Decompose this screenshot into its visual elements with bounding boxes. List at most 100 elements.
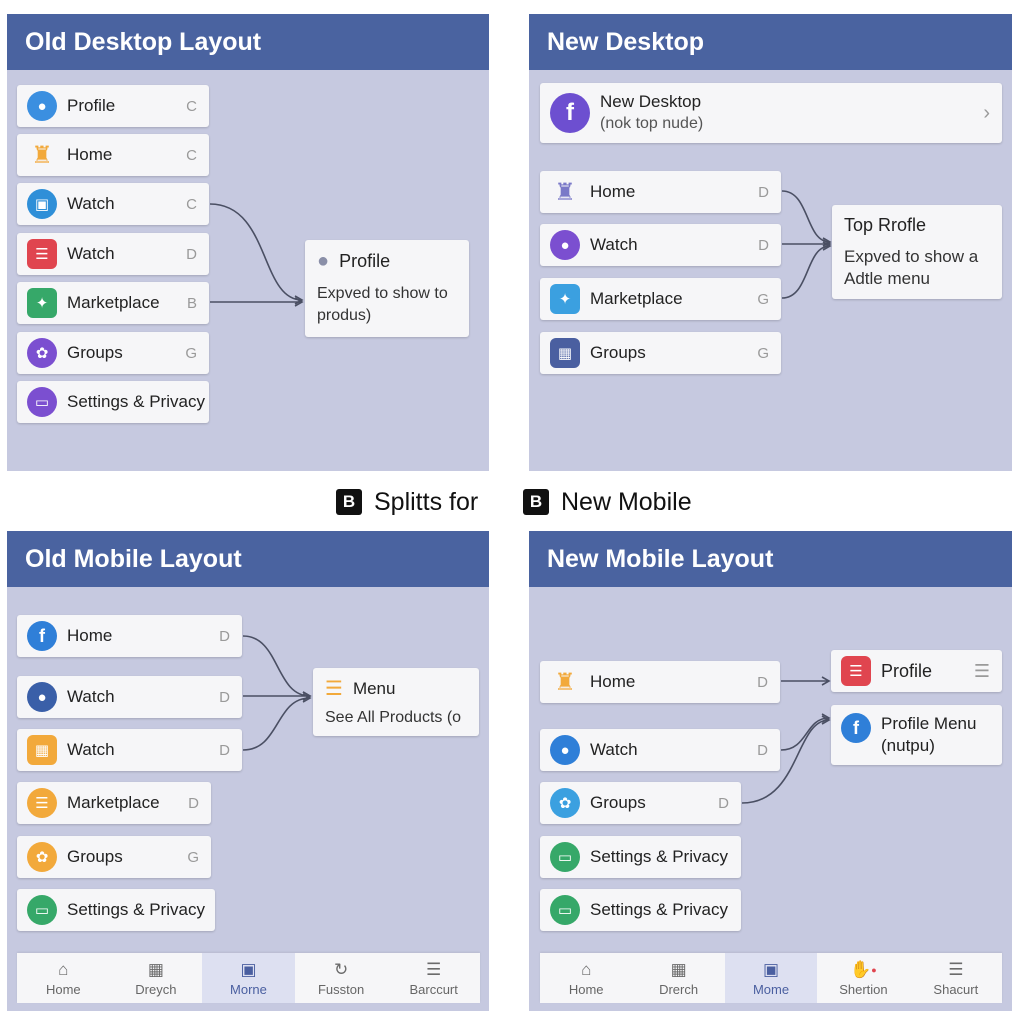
panel-title: New Mobile Layout [529,531,1012,587]
menu-card[interactable]: ☰ Menu See All Products (o [313,668,479,736]
menu-item-settings-privacy[interactable]: ▭ Settings & Privacy [17,381,209,423]
shortcut-key: D [219,688,230,706]
new-mobile-label: B New Mobile [523,484,692,520]
menu-item-profile[interactable]: ● Profile C [17,85,209,127]
menu-item-settings-privacy[interactable]: ▭ Settings & Privacy [17,889,215,931]
chat-icon: ● [550,230,580,260]
home-icon: ⌂ [58,959,69,979]
nav-label: Morne [230,981,267,997]
menu-item-home[interactable]: ♜ Home D [540,171,781,213]
nav-fusston[interactable]: ↻Fusston [295,953,388,1003]
menu-item-watch[interactable]: ▣ Watch C [17,183,209,225]
nav-morne[interactable]: ▣Morne [202,953,295,1003]
monitor-icon: ▭ [27,387,57,417]
menu-item-home[interactable]: f Home D [17,615,242,657]
calendar-icon: ▦ [670,959,687,979]
nav-barccurt[interactable]: ☰Barccurt [387,953,480,1003]
shortcut-key: G [757,290,769,308]
item-label: Home [67,145,113,164]
person-icon: ● [27,91,57,121]
watch-icon: ▦ [27,735,57,765]
profile-card[interactable]: ● Profile Expved to show to produs) [305,240,469,337]
shortcut-key: D [758,183,769,201]
card-title: Profile [881,660,933,681]
item-label: Settings & Privacy [67,392,205,411]
panel-title: Old Mobile Layout [7,531,489,587]
flag-icon: ▣ [762,959,780,979]
card-text: Expved to show a Adtle menu [844,247,979,288]
menu-item-settings-privacy-2[interactable]: ▭ Settings & Privacy [540,889,741,931]
menu-item-groups[interactable]: ✿ Groups G [17,332,209,374]
monitor-icon: ▭ [27,895,57,925]
menu-item-marketplace[interactable]: ✦ Marketplace B [17,282,209,324]
shortcut-key: G [185,344,197,362]
top-item-subtitle: (nok top nude) [600,115,704,132]
menu-item-settings-privacy[interactable]: ▭ Settings & Privacy [540,836,741,878]
nav-dreych[interactable]: ▦Dreych [110,953,203,1003]
nav-drerch[interactable]: ▦Drerch [632,953,724,1003]
item-label: Watch [590,235,638,254]
shortcut-key: D [718,794,729,812]
home-icon: ⌂ [581,959,592,979]
profile-card[interactable]: ☰ Profile ☰ [831,650,1002,692]
split-label: B Splitts for [336,484,478,520]
menu-item-groups[interactable]: ✿ Groups D [540,782,741,824]
menu-item-groups[interactable]: ✿ Groups G [17,836,211,878]
item-label: Watch [590,740,638,759]
top-profile-card[interactable]: Top Rrofle Expved to show a Adtle menu [832,205,1002,299]
menu-item-marketplace[interactable]: ✦ Marketplace G [540,278,781,320]
new-desktop-top-item[interactable]: f New Desktop (nok top nude) › [540,83,1002,143]
home-person-icon: ♜ [554,178,576,206]
shortcut-key: C [186,97,197,115]
new-mobile-bottom-nav: ⌂ Home ▦Drerch ▣ Mome ✋●Shertion ☰Shacurt [540,953,1002,1003]
shortcut-key: D [757,741,768,759]
nav-home[interactable]: ⌂ Home [540,953,632,1003]
menu-item-watch-2[interactable]: ▦ Watch D [17,729,242,771]
grid-icon: ▦ [550,338,580,368]
item-label: Home [67,626,113,645]
card-title: Menu [352,678,396,698]
nav-label: Home [568,981,604,997]
menu-item-watch[interactable]: ● Watch D [540,729,780,771]
list-icon: ☰ [27,239,57,269]
nav-label: Mome [752,981,790,997]
item-label: Marketplace [67,293,160,312]
card-title: Top Rrofle [844,215,927,235]
item-label: Settings & Privacy [590,900,728,919]
facebook-icon: f [841,713,871,743]
nav-mome[interactable]: ▣ Mome [724,953,818,1003]
item-label: Settings & Privacy [590,847,728,866]
menu-item-watch[interactable]: ● Watch D [17,676,242,718]
item-label: Home [590,182,636,201]
menu-item-home[interactable]: ♜ Home C [17,134,209,176]
menu-lines-icon: ☰ [973,660,990,681]
item-label: Marketplace [590,289,683,308]
card-title: Profile [339,251,391,271]
profile-menu-card[interactable]: f Profile Menu (nutpu) [831,705,1002,765]
person-icon: ● [317,250,330,272]
item-label: Groups [67,343,123,362]
menu-lines-icon: ☰ [426,959,442,979]
menu-item-watch-2[interactable]: ☰ Watch D [17,233,209,275]
shortcut-key: D [188,794,199,812]
panel-title: New Desktop [529,14,1012,70]
shortcut-key: G [187,848,199,866]
menu-item-watch[interactable]: ● Watch D [540,224,781,266]
chat-icon: ● [27,682,57,712]
nav-home[interactable]: ⌂Home [17,953,110,1003]
nav-shertion[interactable]: ✋●Shertion [817,953,909,1003]
facebook-icon: f [27,621,57,651]
chevron-right-icon: › [983,101,990,124]
nav-label: Shertion [839,981,888,997]
card-text: Expved to show to produs) [317,285,448,324]
shortcut-key: D [219,627,230,645]
nav-shacurt[interactable]: ☰Shacurt [910,953,1002,1003]
b-badge-icon: B [523,489,549,515]
menu-item-groups[interactable]: ▦ Groups G [540,332,781,374]
item-label: Watch [67,194,115,213]
item-label: Marketplace [67,793,160,812]
menu-item-home[interactable]: ♜ Home D [540,661,780,703]
item-label: Watch [67,740,115,759]
menu-item-marketplace[interactable]: ☰ Marketplace D [17,782,211,824]
item-label: Watch [67,244,115,263]
